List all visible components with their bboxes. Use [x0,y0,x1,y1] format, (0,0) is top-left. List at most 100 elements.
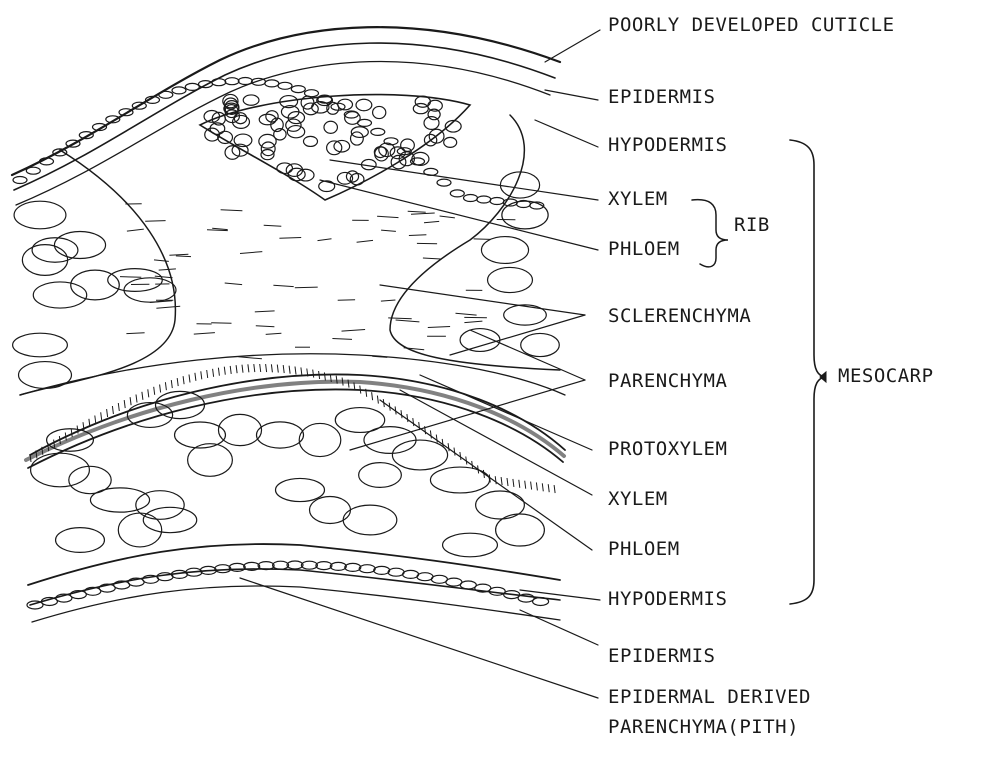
label-xylem-rib: XYLEM [608,188,668,210]
parenchyma-cell [476,491,525,519]
parenchyma-cell [443,533,498,557]
vascular-hatch-mark [277,365,278,373]
vascular-hatch-mark [460,452,461,460]
epidermis-cell [185,83,199,90]
parenchyma-cell [14,201,66,229]
vascular-hatch-mark [148,389,149,397]
sclerenchyma-fibre [456,313,477,315]
sclerenchyma-fibre [279,238,301,239]
rib-cell [413,103,428,113]
sclerenchyma-fibre [318,239,332,241]
vascular-hatch-mark [478,465,479,473]
epidermis-cell [229,563,245,571]
parenchyma-cell [488,267,533,292]
vascular-hatch-mark [454,448,455,456]
sclerenchyma-fibre [194,333,215,335]
vascular-hatch-mark [413,418,414,426]
vascular-hatch-mark [218,368,219,376]
epidermis-cell [316,562,332,570]
epidermis-cell [358,119,372,126]
rib-cell [287,126,304,138]
sclerenchyma-fibre [273,285,293,286]
leader-epidermis-bottom [520,610,598,645]
sclerenchyma-fibre [169,254,188,255]
rib-cell [319,181,335,192]
sclerenchyma-fibre [338,300,355,301]
label-hypodermis-bottom: HYPODERMIS [608,588,727,610]
label-pith-line-1: EPIDERMAL DERIVED [608,686,811,708]
label-parenchyma: PARENCHYMA [608,370,727,392]
parenchyma-cell [496,514,545,546]
vascular-hatch-mark [107,409,108,417]
label-mesocarp: MESOCARP [838,365,934,387]
epidermis-cell [460,581,476,589]
leader-epidermis-top [545,90,598,100]
vascular-hatch-mark [313,370,314,378]
epidermis-cell [345,563,361,571]
label-epidermis-bottom: EPIDERMIS [608,645,715,667]
vascular-hatch-mark [283,365,284,373]
vascular-hatch-mark [377,396,378,404]
vascular-hatch-mark [271,364,272,372]
vascular-hatch-mark [124,400,125,408]
sclerenchyma-fibre [159,269,176,270]
epidermis-cell [26,167,40,174]
sclerenchyma-fibre [295,287,318,288]
epidermis-cell [287,561,303,569]
sclerenchyma-fibre [428,327,450,328]
parenchyma-cell [218,414,261,445]
epidermis-cell [437,179,451,186]
sclerenchyma-fibre [126,333,144,334]
vascular-hatch-mark [101,412,102,420]
vascular-hatch-mark [531,482,532,490]
epidermis-cell [359,565,375,573]
epidermis-cell [446,578,462,586]
sclerenchyma-fibre [440,216,455,218]
vascular-hatch-mark [342,378,343,386]
vascular-band-upper [30,374,565,455]
sclerenchyma-fibre [145,221,165,222]
parenchyma-cell [56,528,105,553]
epidermis-cell [431,575,447,583]
rib-cell [401,139,415,151]
vascular-hatch-mark [519,480,520,488]
epidermis-cell [305,90,319,97]
vascular-hatch-mark [324,372,325,380]
sclerenchyma-arch-outer [20,150,175,395]
epidermis-cell [238,78,252,85]
parenchyma-cell [310,497,351,524]
epidermis-cell [199,81,213,88]
vascular-hatch-mark [495,476,496,484]
vascular-hatch-mark [513,479,514,487]
vascular-hatch-mark [248,364,249,372]
parenchyma-cell [33,282,86,308]
parenchyma-cell [359,463,402,488]
vascular-hatch-mark [407,414,408,422]
epidermis-cell [301,561,317,569]
sclerenchyma-fibre [423,258,441,259]
mesocarp-bracket [790,140,824,604]
vascular-hatch-mark [65,433,66,441]
rib-cell [234,113,246,124]
vascular-hatch-mark [448,443,449,451]
parenchyma-cell [502,201,548,229]
vascular-hatch-mark [183,376,184,384]
sclerenchyma-fibre [240,252,262,254]
parenchyma-cell [90,488,149,512]
sclerenchyma-fibre [120,277,141,278]
sclerenchyma-fibre [377,216,398,217]
epidermis-cell [273,561,289,569]
sclerenchyma-fibre [212,228,228,229]
sclerenchyma-fibre [396,320,420,322]
epidermis-cell [215,565,231,573]
epidermis-cell [371,128,385,135]
sclerenchyma-fibre [256,326,275,327]
sclerenchyma-fibre [411,213,435,214]
vascular-hatch-mark [242,365,243,373]
parenchyma-cell [54,231,105,258]
vascular-hatch-mark [383,399,384,407]
epidermis-cell [157,573,173,581]
parenchyma-cell [343,505,397,535]
epidermis-cell [490,198,504,205]
vascular-hatch-mark [95,416,96,424]
